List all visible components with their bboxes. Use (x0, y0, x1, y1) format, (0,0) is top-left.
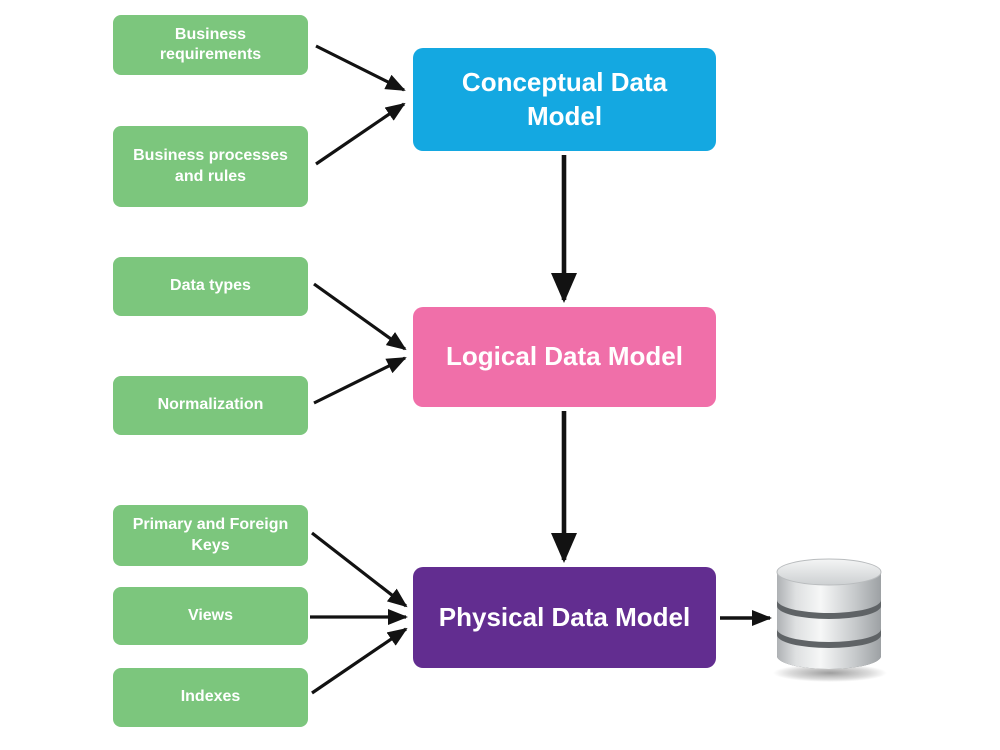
input-label: Business requirements (159, 25, 262, 63)
stage-box-conceptual-data-model: Conceptual Data Model (413, 48, 716, 151)
arrow-primary-foreign-keys-to-physical (311, 531, 408, 608)
arrow-business-requirements-to-conceptual (315, 44, 406, 92)
input-box-business-processes-and-rules: Business processes and rules (113, 126, 308, 207)
arrow-normalization-to-logical (313, 356, 407, 405)
database-icon (773, 558, 887, 682)
input-box-indexes: Indexes (113, 668, 308, 727)
input-box-normalization: Normalization (113, 376, 308, 435)
stage-box-logical-data-model: Logical Data Model (413, 307, 716, 407)
input-box-business-requirements: Business requirements (113, 15, 308, 75)
input-box-data-types: Data types (113, 257, 308, 316)
arrow-data-types-to-logical (313, 282, 407, 351)
input-label: Indexes (180, 688, 241, 706)
input-label: Normalization (157, 396, 264, 414)
stage-label: Logical Data Model (446, 341, 683, 372)
input-box-views: Views (113, 587, 308, 645)
stage-label: Conceptual Data Model (461, 66, 668, 131)
stage-label: Physical Data Model (438, 601, 691, 632)
input-box-primary-and-foreign-keys: Primary and Foreign Keys (113, 505, 308, 566)
input-label: Views (187, 606, 234, 624)
input-label: Business processes and rules (133, 147, 288, 185)
arrow-indexes-to-physical (311, 627, 408, 695)
input-label: Data types (170, 277, 251, 295)
arrow-business-processes-to-conceptual (315, 102, 406, 166)
stage-box-physical-data-model: Physical Data Model (413, 567, 716, 668)
input-label: Primary and Foreign Keys (132, 516, 289, 554)
